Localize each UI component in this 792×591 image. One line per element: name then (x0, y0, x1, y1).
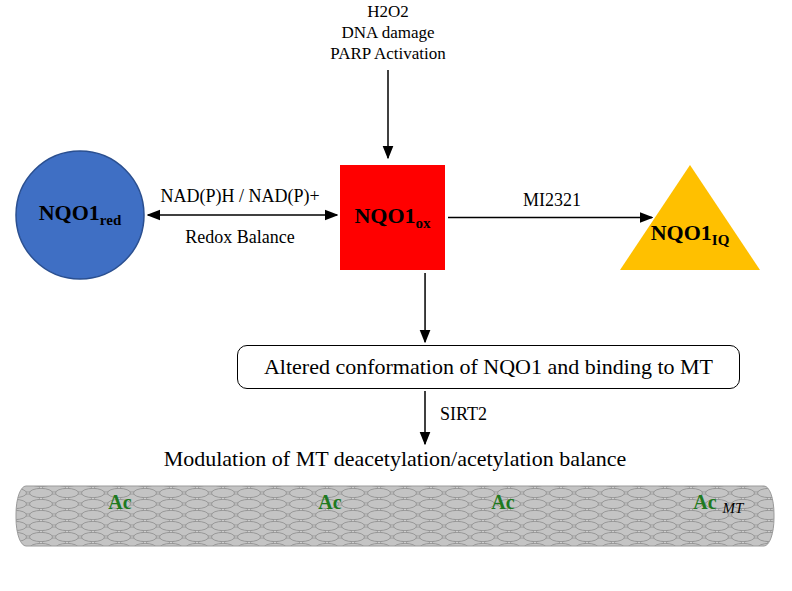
process-box: Altered conformation of NQO1 and binding… (237, 345, 740, 389)
microtubule-label: MT (723, 500, 744, 517)
edge-label: SIRT2 (440, 404, 487, 424)
inhibited-state-triangle: NQO1IQ (620, 165, 760, 270)
flow-arrow (448, 217, 652, 219)
pathway-note: Redox Balance (185, 227, 294, 247)
state-label: NQO1red (39, 200, 122, 229)
acetyl-mark: Ac (693, 491, 716, 514)
flow-arrow (424, 273, 426, 342)
acetyl-mark: Ac (491, 491, 514, 514)
node-outline (620, 165, 760, 270)
stimulus-arrow (387, 70, 389, 158)
acetyl-mark: Ac (318, 491, 341, 514)
flow-arrow (148, 214, 337, 216)
stimulus-label: DNA damage (341, 23, 434, 43)
acetyl-mark: Ac (108, 491, 131, 514)
edge-label: MI2321 (523, 190, 581, 210)
reduced-state-circle: NQO1red (15, 150, 145, 280)
state-label: NQO1IQ (651, 220, 730, 249)
state-label: NQO1ox (354, 203, 430, 232)
process-text: Altered conformation of NQO1 and binding… (264, 354, 713, 380)
process-heading: Modulation of MT deacetylation/acetylati… (164, 446, 627, 472)
edge-label: NAD(P)H / NAD(P)+ (160, 186, 319, 206)
oxidized-state-square: NQO1ox (340, 165, 445, 270)
flow-arrow (424, 391, 426, 444)
microtubule-band: Modulation of MT deacetylation/acetylati… (15, 446, 775, 550)
stimulus-label: PARP Activation (330, 44, 445, 64)
stimulus-label: H2O2 (367, 2, 409, 22)
